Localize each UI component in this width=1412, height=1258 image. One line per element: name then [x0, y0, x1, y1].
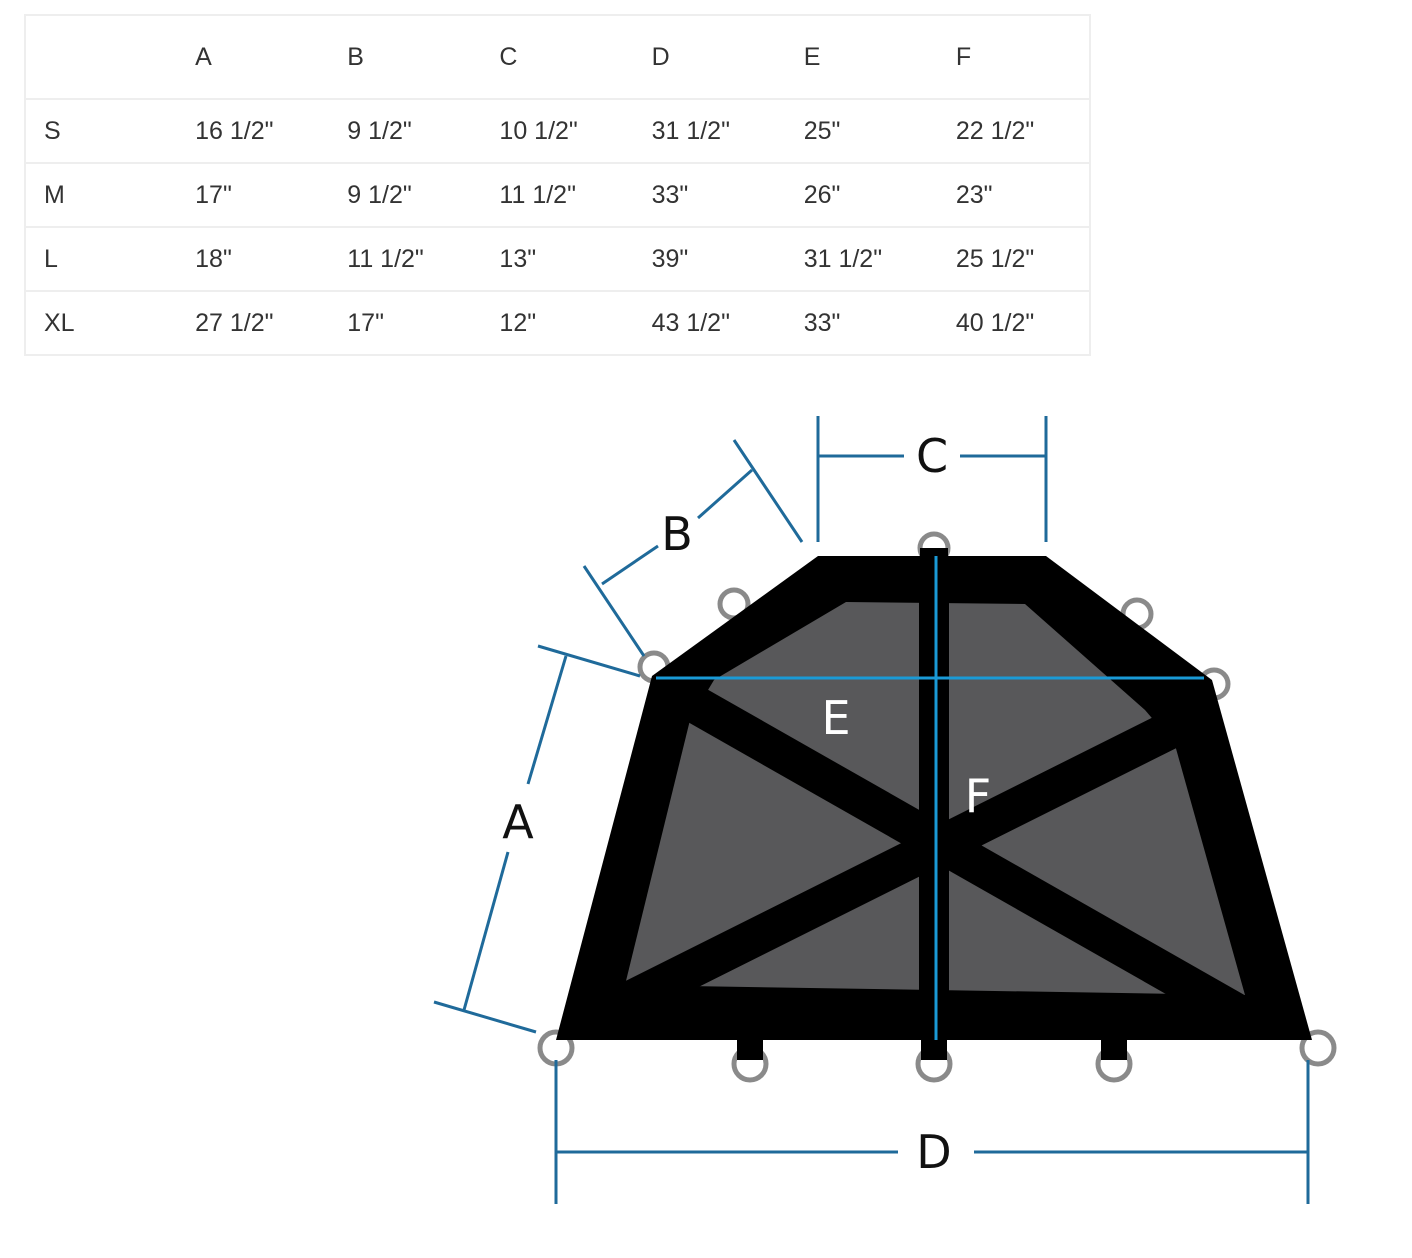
size-label: S: [25, 98, 178, 163]
cell: 9 1/2": [329, 162, 482, 227]
header-cell: B: [347, 42, 364, 71]
cell: 11 1/2": [481, 162, 634, 227]
header-cell: D: [651, 42, 670, 71]
header-cell: C: [499, 42, 518, 71]
frame: [556, 548, 1312, 1060]
dimension-label-f: F: [965, 769, 991, 823]
dimension-label-c: C: [916, 429, 948, 483]
header-cell: E: [803, 42, 821, 71]
size-chart-table: A B C D E F S 16 1/2" 9 1/2" 10 1/2" 31 …: [24, 14, 1091, 356]
cell: 26": [785, 162, 938, 227]
dimension-label-e: E: [821, 691, 850, 745]
cell: 33": [785, 290, 938, 355]
header-cell: A: [195, 42, 212, 71]
cell: 43 1/2": [633, 290, 786, 355]
dimension-lines: [433, 416, 1310, 1204]
header-cell: F: [955, 42, 972, 71]
cell: 16 1/2": [177, 98, 330, 163]
measure-lines: [656, 556, 1204, 1040]
cell: 10 1/2": [481, 98, 634, 163]
cell: 17": [177, 162, 330, 227]
cell: 23": [937, 162, 1090, 227]
size-label: L: [25, 226, 178, 291]
cell: 12": [481, 290, 634, 355]
cell: 25": [785, 98, 938, 163]
dimension-label-a: A: [502, 795, 534, 849]
table-header-row: A B C D E F: [25, 15, 1090, 99]
cell: 39": [633, 226, 786, 291]
cell: 27 1/2": [177, 290, 330, 355]
dimension-label-b: B: [661, 507, 693, 561]
cell: 33": [633, 162, 786, 227]
cell: 25 1/2": [937, 226, 1090, 291]
table-row: L 18" 11 1/2" 13" 39" 31 1/2" 25 1/2": [25, 226, 1090, 291]
size-label: XL: [25, 290, 178, 355]
cell: 9 1/2": [329, 98, 482, 163]
cell: 40 1/2": [937, 290, 1090, 355]
cell: 22 1/2": [937, 98, 1090, 163]
dimension-label-d: D: [916, 1125, 951, 1179]
cell: 13": [481, 226, 634, 291]
cell: 11 1/2": [329, 226, 482, 291]
cell: 31 1/2": [785, 226, 938, 291]
size-label: M: [25, 162, 178, 227]
cell: 17": [329, 290, 482, 355]
cell: 31 1/2": [633, 98, 786, 163]
cell: 18": [177, 226, 330, 291]
table-row: XL 27 1/2" 17" 12" 43 1/2" 33" 40 1/2": [25, 290, 1090, 355]
table-row: S 16 1/2" 9 1/2" 10 1/2" 31 1/2" 25" 22 …: [25, 98, 1090, 163]
table-row: M 17" 9 1/2" 11 1/2" 33" 26" 23": [25, 162, 1090, 227]
